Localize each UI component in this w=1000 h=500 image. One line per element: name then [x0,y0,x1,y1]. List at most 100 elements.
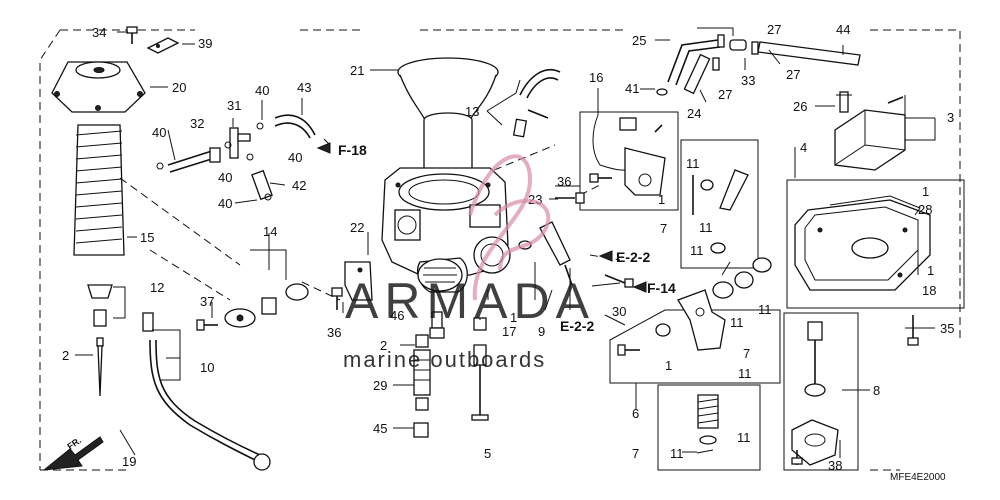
jet-needle-2 [96,337,104,397]
callout-38: 38 [828,458,842,473]
cross-references: F-18 E-2-2 F-14 E-2-2 [316,142,676,334]
hose-25 [667,39,721,86]
callout-27: 27 [767,22,781,37]
callout-9: 9 [538,324,545,339]
callout-13: 13 [465,104,479,119]
callout-10: 10 [200,360,214,375]
callout-33: 33 [741,73,755,88]
callout-11: 11 [758,302,772,317]
screw-23 [555,192,585,204]
spring-11 [696,394,719,454]
callout-20: 20 [172,80,186,95]
callout-1: 1 [510,310,517,325]
callout-11: 11 [730,315,744,330]
collars-11 [655,257,772,337]
callout-32: 32 [190,116,204,131]
jet-45 [413,422,429,438]
callout-40: 40 [218,196,232,211]
callout-31: 31 [227,98,241,113]
callout-43: 43 [297,80,311,95]
screw-37 [196,319,218,331]
hose-42 [251,169,273,201]
callout-11: 11 [670,446,684,461]
callout-40: 40 [152,125,166,140]
watermark-brand: ARMADA [345,273,595,329]
callout-22: 22 [350,220,364,235]
joint-33 [729,39,747,51]
needle-holder-12 [87,284,113,327]
watermark-logo: ARMADA marine outboards [343,154,595,372]
callout-1: 1 [922,184,929,199]
callout-1: 1 [658,192,665,207]
callout-39: 39 [198,36,212,51]
callout-35: 35 [940,321,954,336]
screw-6 [617,344,640,356]
gasket-28 [829,195,921,216]
ref-f14: F-14 [647,280,676,296]
screw-36-sensor [589,173,612,183]
callout-11: 11 [686,156,700,171]
callout-44: 44 [836,22,850,37]
group-7-box [680,139,759,269]
group-8-box [783,312,859,471]
tee-fitting-31 [229,127,251,159]
screw-34 [126,26,138,44]
needle-jet-29 [413,334,431,411]
callout-11: 11 [699,220,713,235]
callout-14: 14 [263,224,277,239]
group-7-lower-box [657,384,761,471]
callout-34: 34 [92,25,106,40]
hose-24 [683,53,711,95]
solenoid-3 [834,96,906,171]
callout-27: 27 [718,87,732,102]
ref-e22-lower: E-2-2 [560,318,594,334]
callout-2: 2 [380,338,387,353]
intake-funnel-21 [397,57,499,182]
hose-13 [512,69,561,138]
sensor-wire-16 [592,114,666,196]
jet-26 [836,91,852,113]
hose-44 [757,41,861,66]
callout-6: 6 [632,406,639,421]
leader-lines [75,27,936,458]
clamps-27 [712,34,759,71]
callout-45: 45 [373,421,387,436]
screw-30 [604,274,634,288]
callout-29: 29 [373,378,387,393]
group-6-frame [609,309,781,384]
throttle-cable-19 [142,312,271,471]
callout-27: 27 [786,67,800,82]
throttle-link-1 [677,289,726,351]
screw-35 [907,315,919,346]
callout-19: 19 [122,454,136,469]
callout-17: 17 [502,324,516,339]
callout-30: 30 [612,304,626,319]
screw-38 [791,450,803,465]
callout-42: 42 [292,178,306,193]
lever-11 [692,169,749,254]
callout-24: 24 [687,106,701,121]
callout-8: 8 [873,383,880,398]
callout-26: 26 [793,99,807,114]
callout-46: 46 [390,308,404,323]
jet-46 [429,311,445,339]
callout-37: 37 [200,294,214,309]
callout-28: 28 [918,202,932,217]
callout-11: 11 [690,243,704,258]
callout-3: 3 [947,110,954,125]
ref-e22-upper: E-2-2 [616,249,650,265]
group-4-box [786,179,965,309]
callout-1: 1 [665,358,672,373]
callout-7: 7 [743,346,750,361]
float-valve-8 [791,321,839,466]
slow-jet-17 [471,317,489,421]
callout-40: 40 [218,170,232,185]
callout-36: 36 [557,174,571,189]
spring-15 [73,124,125,256]
callout-36: 36 [327,325,341,340]
callout-41: 41 [625,81,639,96]
watermark-tagline: marine outboards [343,347,546,372]
callout-5: 5 [484,446,491,461]
sensor-group-box [579,111,679,211]
